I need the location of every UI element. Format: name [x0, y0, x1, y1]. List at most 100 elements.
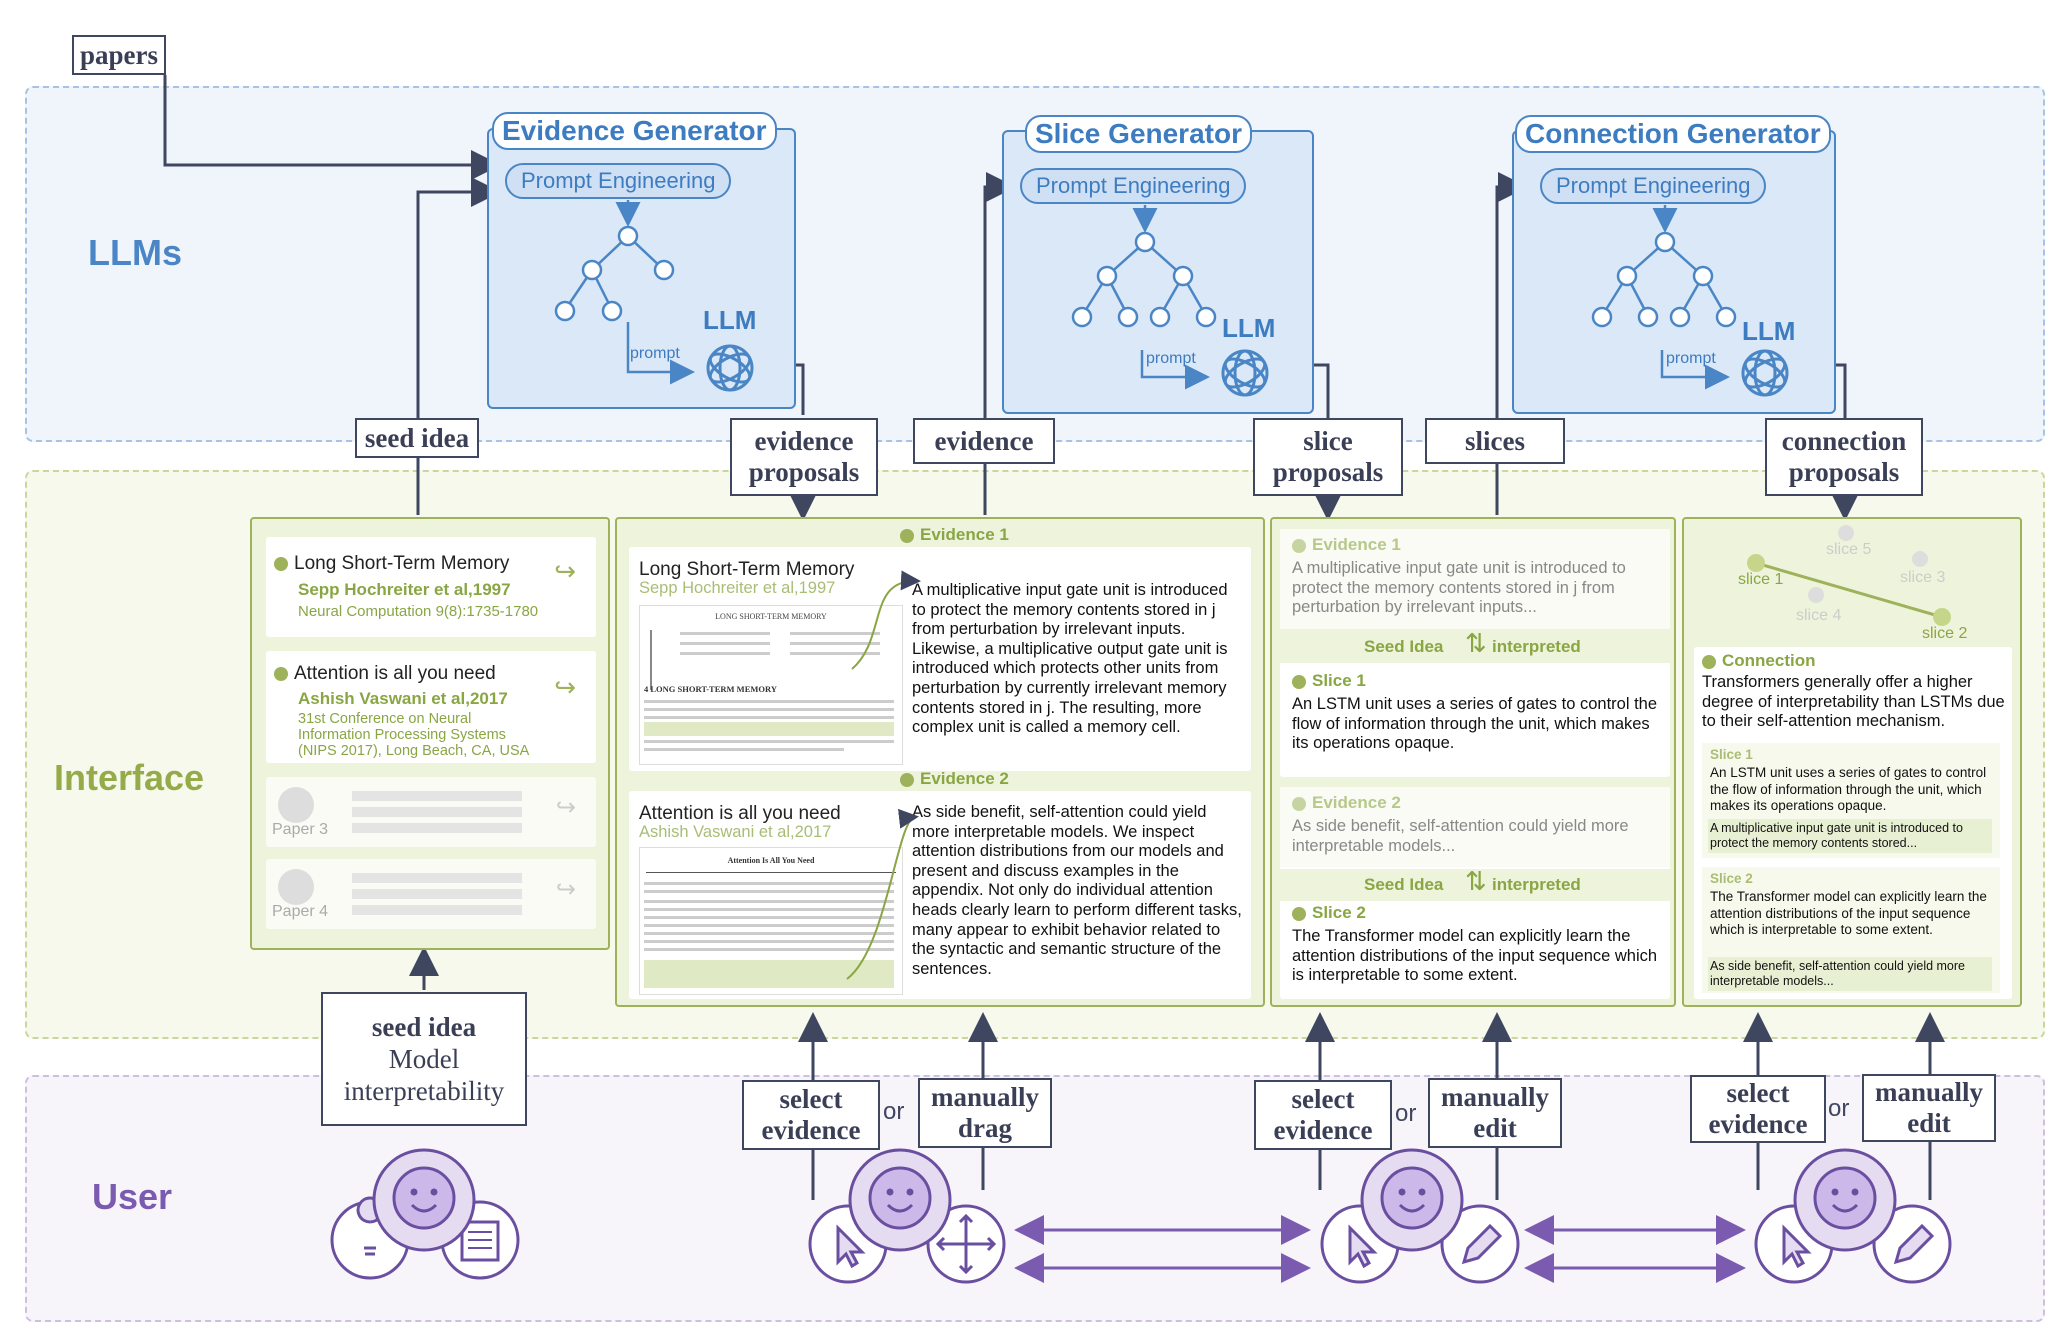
pencil-icon: [1440, 1204, 1520, 1284]
slice-label: Slice 2: [1292, 903, 1366, 923]
seed-idea-tag: seed idea: [355, 418, 479, 458]
slice-prompt-label: prompt: [1146, 350, 1196, 367]
document-icon: [440, 1200, 520, 1280]
slice-evidence-text: As side benefit, self-attention could yi…: [1292, 817, 1629, 855]
node-label: slice 3: [1900, 569, 1946, 586]
interpreted-label: interpreted: [1492, 875, 1581, 894]
share-icon: ↪: [555, 875, 576, 903]
node-label: slice 2: [1922, 625, 1968, 642]
paper-placeholder-label: Paper 4: [272, 903, 329, 920]
share-icon[interactable]: ↪: [554, 557, 576, 587]
connection-slice[interactable]: Slice 2 The Transformer model can explic…: [1702, 867, 2000, 993]
seed-idea-label: Seed Idea: [1364, 637, 1444, 656]
slice-node[interactable]: [1808, 587, 1824, 603]
evidence-prompt-engineering: Prompt Engineering: [505, 163, 732, 199]
or-label: or: [1828, 1095, 1850, 1122]
connection-card[interactable]: Connection Transformers generally offer …: [1694, 647, 2012, 999]
connection-slice[interactable]: Slice 1 An LSTM unit uses a series of ga…: [1702, 743, 2000, 858]
user-avatar-icon: [1793, 1148, 1897, 1252]
paper-placeholder: Paper 4 ↪: [266, 859, 596, 929]
node-label: slice 5: [1826, 541, 1872, 558]
slice-llm-label: LLM: [1222, 313, 1276, 343]
slices-tag: slices: [1425, 418, 1565, 464]
paper-card[interactable]: Attention is all you need Ashish Vaswani…: [266, 651, 596, 763]
move-icon: [926, 1204, 1006, 1284]
evidence-paper-authors: Sepp Hochreiter et al,1997: [639, 579, 836, 597]
slice-evidence-label: Evidence 2: [1292, 793, 1401, 813]
cursor-icon: [1320, 1204, 1400, 1284]
connection-label: Connection: [1702, 651, 1816, 671]
evidence-prompt-label: prompt: [630, 345, 680, 362]
generator-trees: [554, 200, 1789, 397]
connection-panel: slice 1 slice 2 slice 3 slice 4 slice 5 …: [1682, 517, 2022, 1007]
row-label-llms: LLMs: [88, 232, 182, 273]
slice-node[interactable]: [1747, 554, 1765, 572]
connection-prompt-engineering: Prompt Engineering: [1540, 168, 1767, 204]
drag-curves: [846, 570, 921, 980]
connection-prompt-label: prompt: [1666, 350, 1716, 367]
evidence-tag: evidence: [913, 418, 1055, 464]
evidence-label: Evidence 2: [900, 769, 1009, 789]
slice-node[interactable]: [1912, 551, 1928, 567]
paper-title: Long Short-Term Memory: [294, 553, 510, 574]
evidence-paper-title: Attention is all you need: [639, 803, 841, 824]
evidence-generator-title: Evidence Generator: [492, 112, 777, 150]
user-avatar-icon: [1360, 1148, 1464, 1252]
interpret-arrows-icon: ⇅: [1465, 867, 1487, 897]
paper-card[interactable]: Long Short-Term Memory Sepp Hochreiter e…: [266, 537, 596, 637]
or-label: or: [1395, 1100, 1417, 1127]
paper-venue: Neural Computation 9(8):1735-1780: [298, 603, 539, 620]
slice-node[interactable]: [1933, 608, 1951, 626]
connection-generator-title: Connection Generator: [1515, 115, 1831, 153]
slice-card[interactable]: Evidence 2 As side benefit, self-attenti…: [1280, 787, 1670, 999]
paper-preview[interactable]: LONG SHORT-TERM MEMORY 4 LONG SHORT-TERM…: [639, 605, 903, 765]
paper-preview[interactable]: Attention Is All You Need: [639, 847, 903, 995]
slice-prompt-engineering: Prompt Engineering: [1020, 168, 1247, 204]
paper-placeholder: Paper 3 ↪: [266, 777, 596, 847]
slice-graph[interactable]: [1684, 519, 2024, 649]
slice-label: Slice 1: [1292, 671, 1366, 691]
interpret-arrows-icon: ⇅: [1465, 629, 1487, 659]
slice-card[interactable]: Evidence 1 A multiplicative input gate u…: [1280, 529, 1670, 777]
slice-evidence-text: A multiplicative input gate unit is intr…: [1292, 559, 1626, 617]
share-icon[interactable]: ↪: [554, 673, 576, 703]
connection-llm-label: LLM: [1742, 316, 1796, 346]
evidence-paper-title: Long Short-Term Memory: [639, 559, 855, 580]
row-label-interface: Interface: [54, 757, 205, 798]
user-avatar-icon: [372, 1148, 476, 1252]
evidence-card[interactable]: Attention is all you need Ashish Vaswani…: [629, 791, 1251, 999]
node-label: slice 1: [1738, 571, 1784, 588]
paper-authors: Ashish Vaswani et al,2017: [298, 689, 508, 708]
slice-text: The Transformer model can explicitly lea…: [1292, 927, 1658, 985]
cursor-icon: [808, 1204, 888, 1284]
slice-node[interactable]: [1838, 525, 1854, 541]
seed-idea-label: Seed Idea: [1364, 875, 1444, 894]
evidence-paper-authors: Ashish Vaswani et al,2017: [639, 823, 832, 841]
evidence-panel: Evidence 1 Long Short-Term Memory Sepp H…: [615, 517, 1265, 1007]
evidence-card[interactable]: Long Short-Term Memory Sepp Hochreiter e…: [629, 547, 1251, 771]
interpreted-label: interpreted: [1492, 637, 1581, 656]
pencil-icon: [1872, 1204, 1952, 1284]
papers-panel: Long Short-Term Memory Sepp Hochreiter e…: [250, 517, 610, 950]
paper-authors: Sepp Hochreiter et al,1997: [298, 580, 511, 599]
seed-idea-input[interactable]: seed idea Model interpretability: [321, 992, 527, 1126]
cursor-icon: [1754, 1204, 1834, 1284]
node-label: slice 4: [1796, 607, 1842, 624]
paper-placeholder-label: Paper 3: [272, 821, 329, 838]
user-avatar-icon: [848, 1148, 952, 1252]
slice-generator-title: Slice Generator: [1025, 115, 1252, 153]
slice-evidence-label: Evidence 1: [1292, 535, 1401, 555]
slice-text: An LSTM unit uses a series of gates to c…: [1292, 695, 1658, 753]
connection-text: Transformers generally offer a higher de…: [1702, 673, 2005, 731]
